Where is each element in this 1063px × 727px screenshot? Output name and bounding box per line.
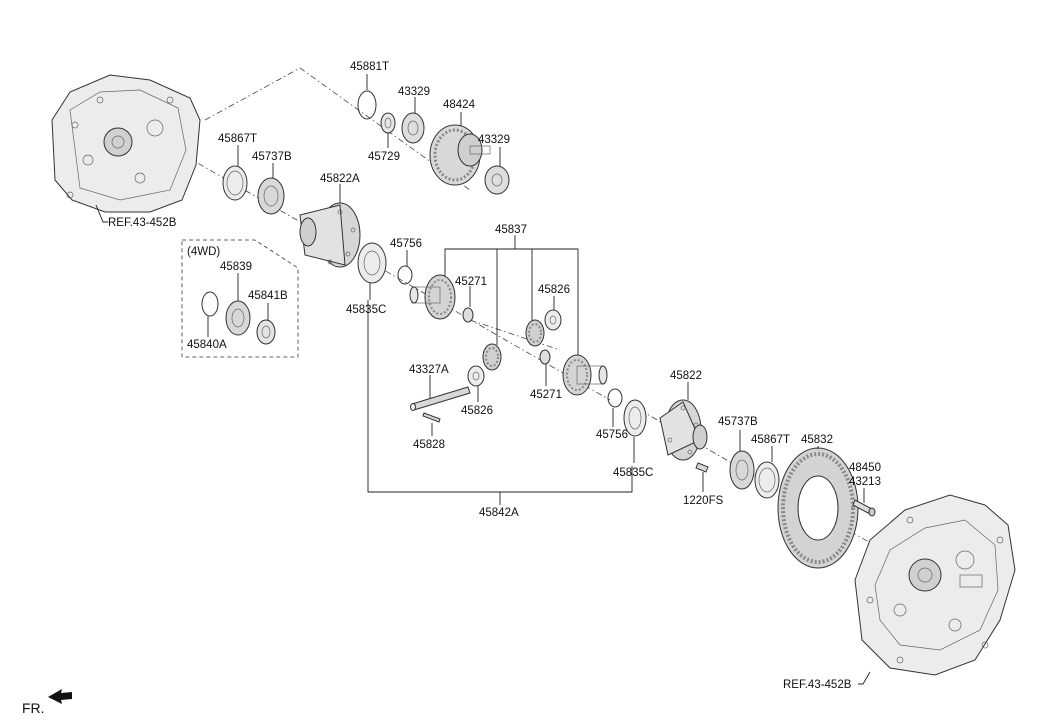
label-43329-top: 43329	[398, 86, 430, 98]
transmission-case-right	[854, 494, 1016, 676]
label-45828: 45828	[413, 439, 445, 451]
ref-bottom-leader	[858, 671, 871, 685]
part-43329-bearing-right	[484, 147, 510, 195]
label-45867T-bottom: 45867T	[751, 434, 790, 446]
part-43329-bearing-top	[401, 97, 425, 144]
bracket-45837	[444, 235, 579, 355]
label-45729: 45729	[368, 151, 400, 163]
label-43327A: 43327A	[409, 364, 449, 376]
label-45822A: 45822A	[320, 173, 360, 185]
label-45271-top: 45271	[455, 276, 487, 288]
part-45840A-seal	[201, 291, 219, 337]
part-45867T-shim-top	[222, 145, 248, 201]
label-45837: 45837	[495, 224, 527, 236]
label-45737B-bottom: 45737B	[718, 416, 758, 428]
part-45867T-shim-bottom	[754, 446, 780, 499]
part-45756-ring-top	[397, 250, 413, 285]
part-45737B-bearing-top	[257, 163, 285, 215]
dash-line-axis-main	[174, 149, 611, 401]
label-ref-top: REF.43-452B	[108, 217, 177, 229]
part-45832-ring-gear	[777, 446, 859, 569]
dash-line-top	[204, 67, 471, 191]
part-45828-pin	[422, 412, 441, 436]
label-ref-bottom: REF.43-452B	[783, 679, 852, 691]
label-45826-top: 45826	[538, 284, 570, 296]
part-45826-washer-bottom	[467, 365, 485, 402]
label-1220FS: 1220FS	[683, 495, 724, 507]
ref-top-leader	[95, 204, 108, 223]
part-45756-ring-bottom	[607, 388, 623, 427]
label-fr: FR.	[22, 700, 45, 716]
part-45881T-ring	[357, 74, 377, 120]
dash-line-pinion	[469, 319, 561, 351]
part-45271-washer-bottom	[539, 349, 551, 386]
part-side-gear-left	[409, 274, 456, 320]
label-48424: 48424	[443, 99, 476, 111]
part-45729-bearing	[380, 112, 396, 148]
label-45840A: 45840A	[187, 339, 227, 351]
front-arrow-icon	[48, 689, 72, 704]
label-43213: 43213	[849, 476, 881, 488]
part-45839-bearing	[225, 273, 251, 336]
label-45737B-top: 45737B	[252, 151, 292, 163]
label-45841B: 45841B	[248, 290, 288, 302]
transmission-case-left	[51, 74, 201, 213]
label-45839: 45839	[220, 261, 252, 273]
box-4wd	[181, 239, 299, 358]
part-45835C-thrust-washer-bottom	[623, 399, 647, 463]
part-48424-gear	[429, 112, 491, 186]
part-1220FS-bolt	[695, 462, 709, 492]
part-pinion-gear-left	[482, 343, 502, 371]
part-pinion-gear-right	[525, 319, 545, 347]
label-45867T-top: 45867T	[218, 133, 257, 145]
part-45835C-thrust-washer-top	[357, 242, 387, 300]
part-45841B-bushing	[256, 303, 276, 345]
bracket-45842A	[367, 300, 633, 493]
label-45835C-bottom: 45835C	[613, 467, 653, 479]
label-43329-right: 43329	[478, 134, 510, 146]
part-45826-washer-top	[544, 296, 562, 331]
label-45756-bottom: 45756	[596, 429, 628, 441]
label-45756-top: 45756	[390, 238, 422, 250]
part-45737B-bearing-bottom	[729, 430, 755, 490]
part-43327A-shaft	[410, 375, 471, 411]
label-45832: 45832	[801, 434, 833, 446]
label-45881T: 45881T	[350, 61, 389, 73]
label-45826-bottom: 45826	[461, 405, 493, 417]
label-45822: 45822	[670, 370, 702, 382]
label-45271-bottom: 45271	[530, 389, 562, 401]
part-45822A-case	[299, 184, 361, 268]
label-4wd: (4WD)	[187, 246, 220, 258]
label-48450: 48450	[849, 462, 881, 474]
part-45822-case	[659, 382, 708, 461]
part-45271-washer-top	[462, 286, 474, 323]
part-43213-bolt	[852, 488, 876, 517]
part-side-gear-right	[562, 354, 608, 396]
label-45842A: 45842A	[479, 507, 519, 519]
label-45835C-top: 45835C	[346, 304, 386, 316]
